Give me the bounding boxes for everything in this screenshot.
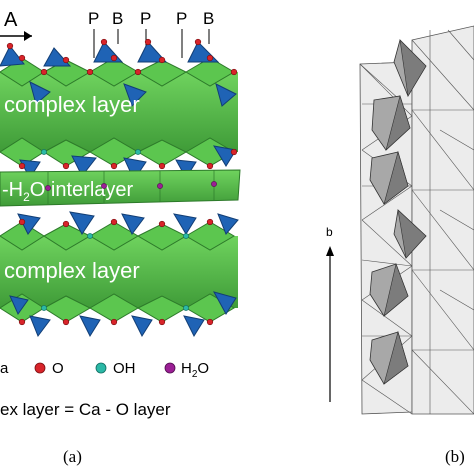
top-complex-layer: complex layer — [0, 41, 238, 182]
legend-water-label: H2O — [181, 360, 209, 380]
bottom-layer-label: complex layer — [4, 258, 140, 283]
top-layer-label: complex layer — [4, 92, 140, 117]
site-label: B — [203, 9, 214, 28]
equation-text: ex layer = Ca - O layer — [0, 400, 171, 419]
interlayer-label: -H2O interlayer — [2, 179, 134, 204]
light-polyhedra — [359, 25, 474, 415]
legend: a O OH H2O — [0, 360, 209, 380]
site-label: P — [88, 9, 99, 28]
legend-item-a-label: a — [0, 360, 9, 377]
panel-a: A P B P P B — [0, 9, 241, 466]
site-label: P — [176, 9, 187, 28]
panel-b: b (b) — [326, 25, 474, 466]
grey-polyhedra-faces — [383, 39, 427, 385]
legend-hydroxyl-label: OH — [113, 360, 136, 377]
legend-hydroxyl-dot — [95, 362, 107, 374]
caption-a: (a) — [63, 447, 82, 466]
bottom-complex-layer: complex layer — [0, 211, 239, 338]
hydroxyl-atoms — [41, 149, 189, 311]
axis-a-arrow — [0, 31, 32, 41]
site-label: B — [112, 9, 123, 28]
axis-b-arrow — [326, 246, 334, 402]
legend-oxygen-dot — [34, 362, 46, 374]
legend-oxygen-label: O — [52, 360, 64, 377]
top-layer-tetrahedra — [0, 41, 237, 182]
caption-b: (b) — [445, 447, 465, 466]
h2o-interlayer: -H2O interlayer — [0, 169, 241, 207]
oxygen-atoms — [6, 38, 238, 326]
axis-a-label: A — [4, 9, 18, 31]
water-atoms — [45, 181, 217, 191]
axis-b-label: b — [326, 225, 333, 239]
site-label: P — [140, 9, 151, 28]
legend-water-dot — [164, 362, 176, 374]
